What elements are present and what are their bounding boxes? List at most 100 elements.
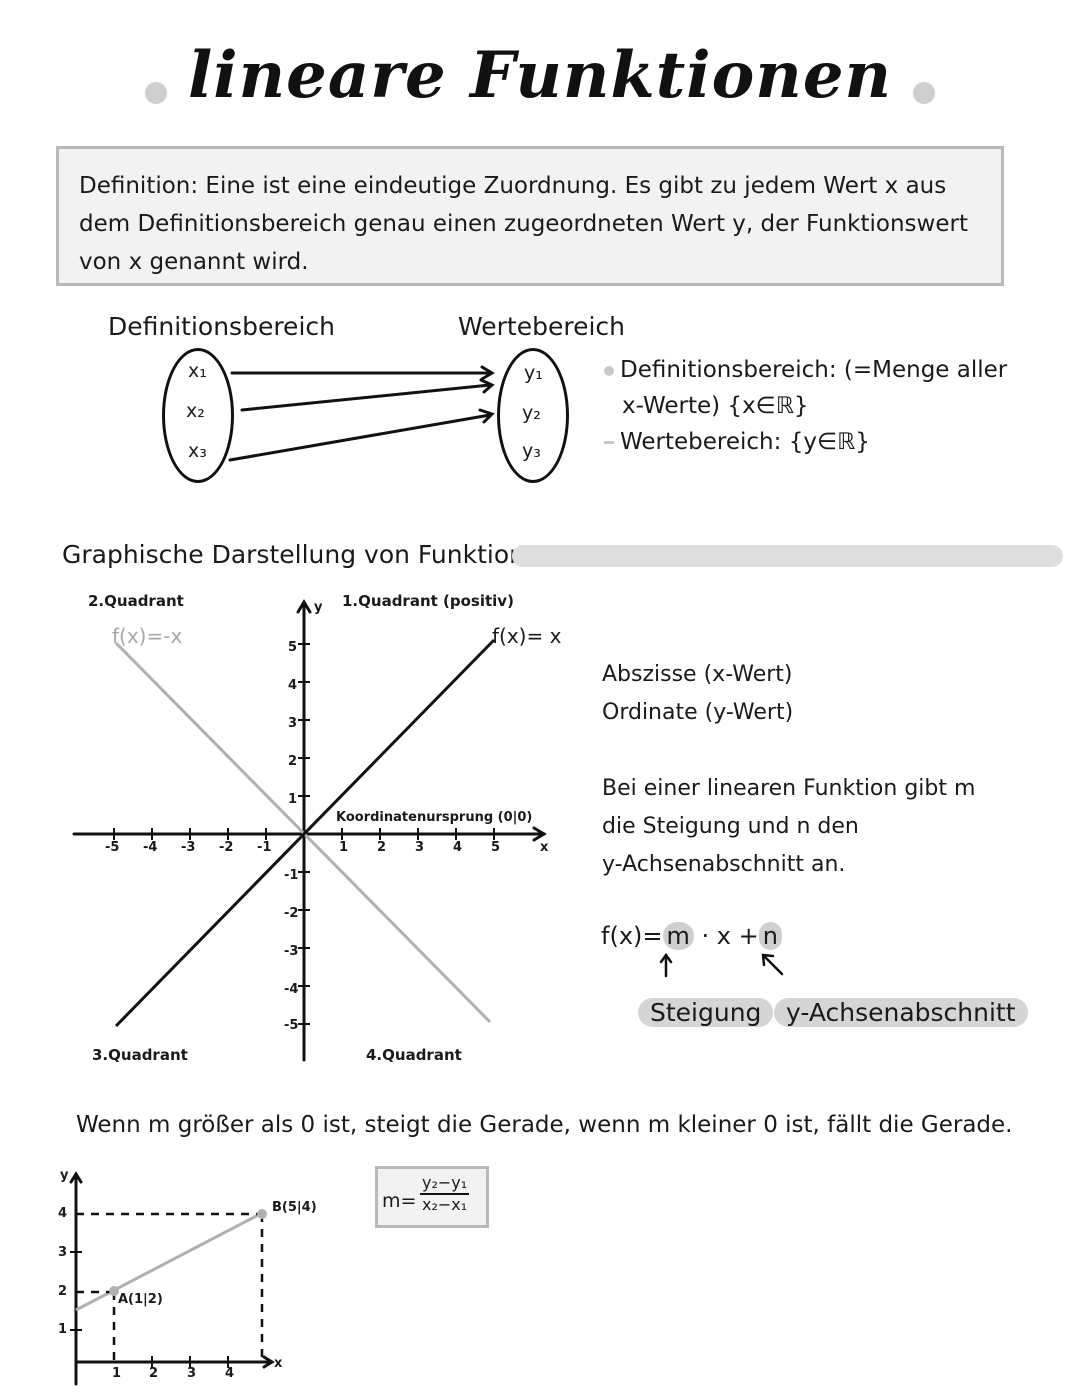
range-item: y₃	[522, 440, 541, 462]
slope-plot	[69, 1171, 275, 1386]
domain-item: x₂	[186, 400, 205, 422]
small-x-tick: 2	[149, 1366, 159, 1381]
x-axis-label: x	[540, 840, 549, 855]
heading-highlight-bar	[512, 545, 1063, 567]
x-tick-label: 5	[491, 840, 501, 855]
origin-label: Koordinatenursprung (0|0)	[336, 810, 533, 825]
y-tick-label: -5	[284, 1018, 299, 1033]
y-axis-arrow	[296, 599, 312, 614]
arrow-head	[480, 365, 495, 381]
section-heading: Graphische Darstellung von Funktionen	[62, 540, 557, 569]
bullet-dash	[604, 441, 614, 444]
function-label-pos: f(x)= x	[492, 624, 562, 648]
paragraph-line: y-Achsenabschnitt an.	[602, 852, 846, 877]
x-tick-label: 2	[377, 840, 387, 855]
small-y-tick: 2	[58, 1284, 68, 1299]
x-tick-label: -4	[143, 840, 158, 855]
range-item: y₁	[524, 362, 543, 384]
title-dot-right	[913, 81, 936, 104]
domain-label: Definitionsbereich	[108, 312, 335, 341]
point-b-marker	[257, 1209, 267, 1219]
small-x-axis-label: x	[274, 1356, 283, 1371]
domain-item: x₃	[188, 440, 207, 462]
x-tick-label: -1	[257, 840, 272, 855]
note-domain: Definitionsbereich: (=Menge aller	[620, 357, 1008, 383]
range-oval	[497, 348, 569, 483]
y-tick-label: 2	[288, 754, 298, 769]
y-tick-label: 4	[288, 678, 298, 693]
arrow-diag-icon	[762, 954, 784, 976]
formula-m: m	[662, 922, 694, 950]
x-tick-label: -3	[181, 840, 196, 855]
formula-mid: · x +	[693, 922, 759, 950]
quadrant-4-label: 4.Quadrant	[366, 1046, 462, 1064]
badge-steigung: Steigung	[638, 998, 774, 1027]
slope-formula-box	[375, 1166, 489, 1228]
y-tick-label: -4	[284, 982, 299, 997]
definition-box: Definition: Eine ist eine eindeutige Zuo…	[56, 146, 1004, 286]
function-label-neg: f(x)=-x	[112, 624, 183, 648]
quadrant-1-label: 1.Quadrant (positiv)	[342, 592, 514, 610]
domain-item: x₁	[188, 360, 207, 382]
y-axis-label: y	[314, 600, 323, 615]
x-tick-label: 1	[339, 840, 349, 855]
note-domain-cont: x-Werte) {x∈ℝ}	[622, 393, 809, 419]
mapping-arrows	[228, 365, 495, 462]
domain-notes: Definitionsbereich: (=Menge aller x-Wert…	[604, 352, 1007, 460]
formula-prefix: f(x)=	[601, 922, 663, 950]
arrow-head	[478, 408, 495, 424]
y-axis-arrow	[69, 1171, 83, 1184]
quadrant-3-label: 3.Quadrant	[92, 1046, 188, 1064]
badge-y-achsenabschnitt: y-Achsenabschnitt	[774, 998, 1028, 1027]
x-tick-label: 3	[415, 840, 425, 855]
small-y-tick: 4	[58, 1206, 68, 1221]
arrow-line	[228, 413, 492, 462]
formula-n: n	[758, 922, 782, 950]
formula: f(x)=m · x +n	[601, 922, 782, 950]
y-tick-label: -3	[284, 944, 299, 959]
range-item: y₂	[522, 402, 541, 424]
small-y-tick: 3	[58, 1245, 68, 1260]
slope-rule-sentence: Wenn m größer als 0 ist, steigt die Gera…	[76, 1112, 1013, 1138]
point-b-label: B(5|4)	[272, 1200, 317, 1215]
arrow-head	[479, 378, 495, 394]
fraction-numerator: y₂−y₁	[420, 1173, 470, 1195]
arrow-line	[240, 383, 492, 412]
small-x-tick: 4	[225, 1366, 235, 1381]
x-axis-arrow	[532, 826, 547, 842]
y-tick-label: 1	[288, 792, 298, 807]
coordinate-plot	[72, 599, 547, 1062]
fraction-denominator: x₂−x₁	[422, 1195, 468, 1214]
x-axis-arrow	[262, 1355, 275, 1369]
line-f-pos-x	[114, 638, 496, 1028]
line-f-neg-x	[114, 641, 492, 1024]
paragraph-line: die Steigung und n den	[602, 814, 859, 839]
y-tick-label: -2	[284, 906, 299, 921]
explanation-text: Abszisse (x-Wert) Ordinate (y-Wert) Bei …	[602, 656, 975, 884]
small-y-axis-label: y	[60, 1168, 69, 1183]
point-a-marker	[109, 1286, 119, 1296]
slope-formula-m: m=	[382, 1190, 417, 1212]
ordinate-text: Ordinate (y-Wert)	[602, 700, 794, 725]
x-tick-label: 4	[453, 840, 463, 855]
small-y-tick: 1	[58, 1322, 68, 1337]
title-dot-left	[144, 81, 167, 104]
abszisse-text: Abszisse (x-Wert)	[602, 662, 793, 687]
bullet-dot	[604, 365, 614, 376]
domain-oval	[162, 348, 234, 483]
small-x-tick: 3	[187, 1366, 197, 1381]
note-range: Wertebereich: {y∈ℝ}	[620, 429, 870, 455]
x-tick-label: -5	[105, 840, 120, 855]
paragraph-line: Bei einer linearen Funktion gibt m	[602, 776, 976, 801]
page-title: lineare Funktionen	[187, 38, 893, 113]
slope-line	[75, 1210, 265, 1312]
title-area: lineare Funktionen	[0, 38, 1080, 113]
point-a-label: A(1|2)	[118, 1292, 163, 1307]
y-tick-label: 5	[288, 640, 298, 655]
y-tick-label: -1	[284, 868, 299, 883]
range-label: Wertebereich	[458, 312, 625, 341]
slope-fraction: y₂−y₁ x₂−x₁	[420, 1173, 470, 1215]
formula-arrows	[659, 952, 784, 978]
small-x-tick: 1	[112, 1366, 122, 1381]
quadrant-2-label: 2.Quadrant	[88, 592, 184, 610]
